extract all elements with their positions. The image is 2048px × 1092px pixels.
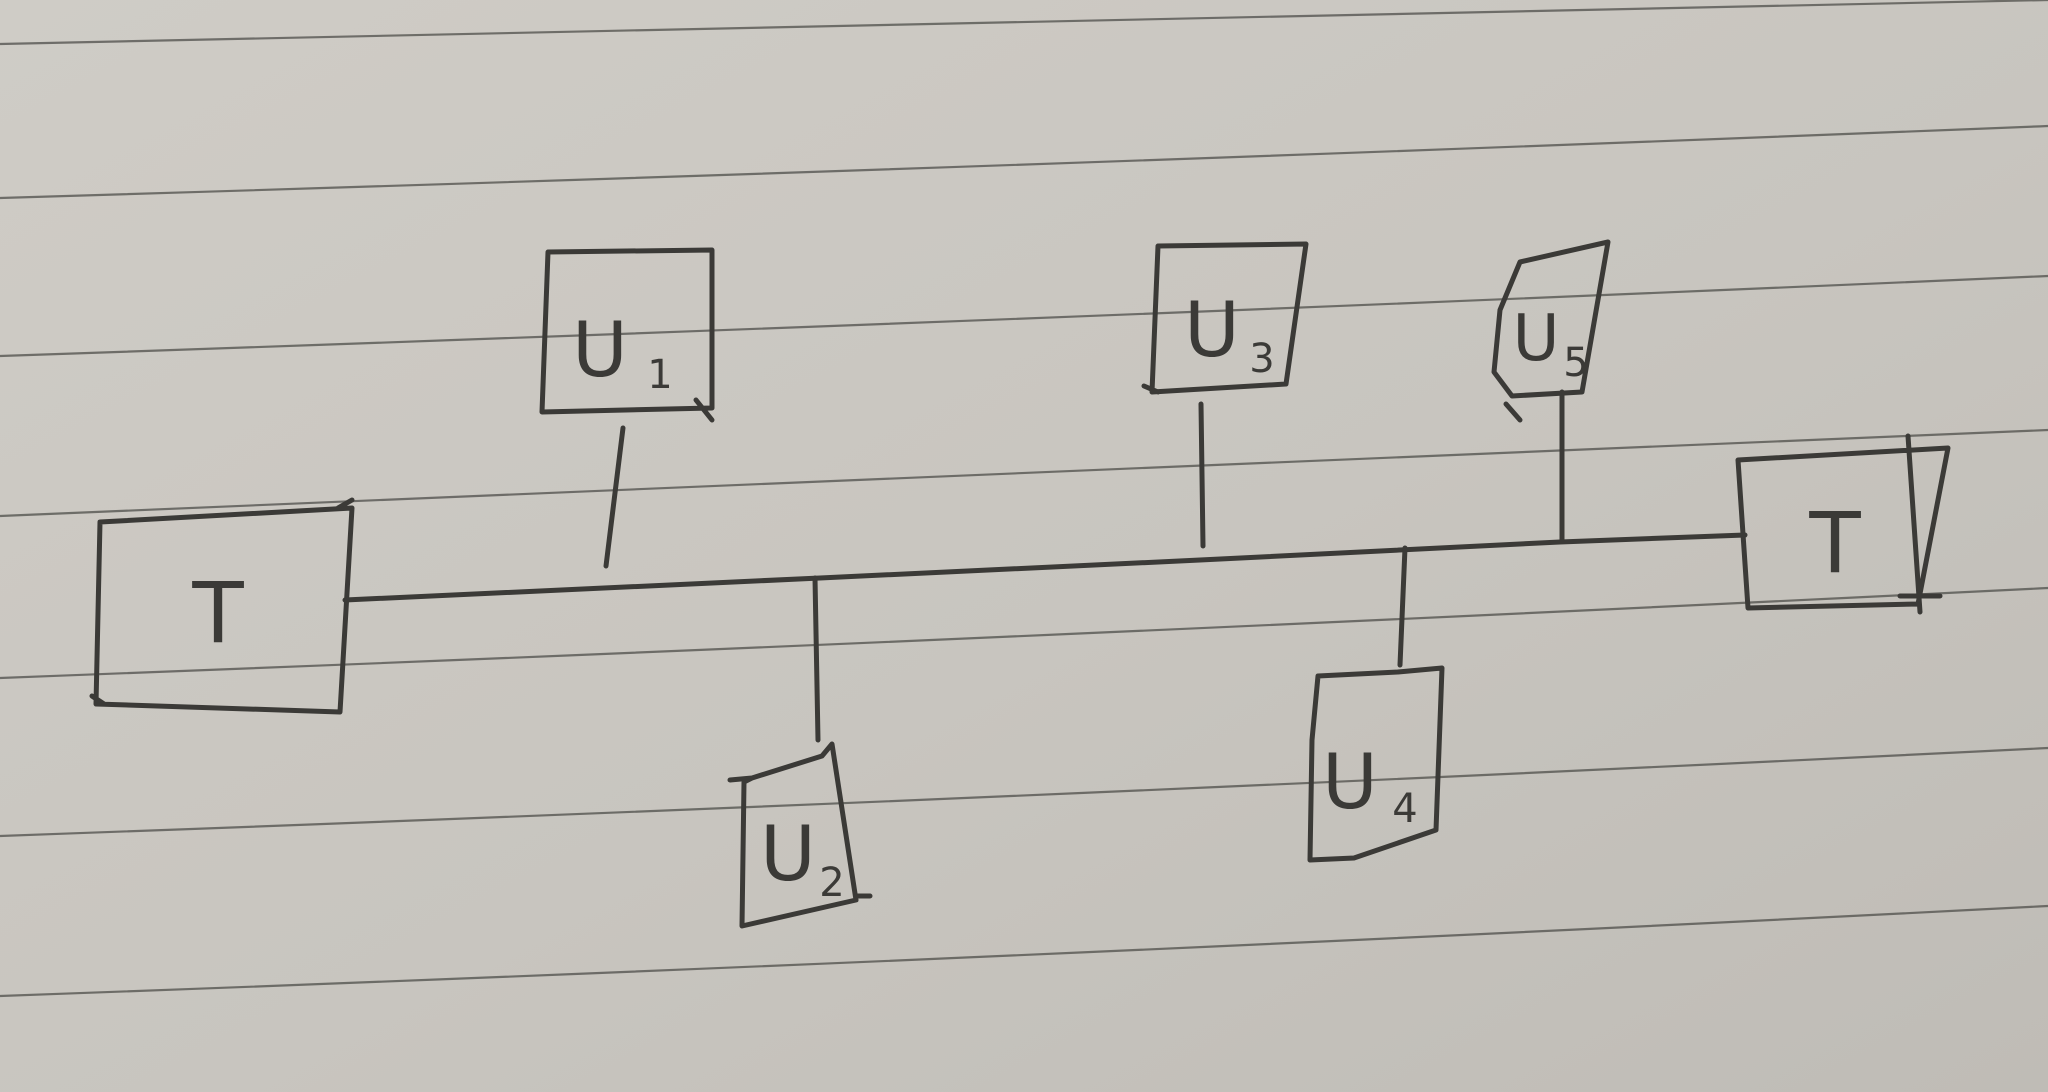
node-u5-label: U xyxy=(1513,302,1560,376)
node-u5: U 5 xyxy=(1491,239,1611,423)
terminator-right-box xyxy=(1735,433,1951,615)
node-u3-subscript: 3 xyxy=(1249,336,1274,382)
terminator-right: T xyxy=(1735,433,1951,615)
terminator-left-box xyxy=(89,497,355,715)
node-u3-label: U xyxy=(1184,285,1240,374)
terminator-right-label: T xyxy=(1808,494,1861,592)
ruled-line xyxy=(0,904,2048,998)
node-u1-subscript: 1 xyxy=(647,352,672,398)
node-u2-label: U xyxy=(760,809,816,898)
bus-line xyxy=(342,532,1748,603)
node-u3-box xyxy=(1141,241,1309,395)
node-u2-subscript: 2 xyxy=(819,860,844,906)
ruled-line xyxy=(0,586,2048,680)
node-u1: U 1 xyxy=(539,247,715,423)
terminator-left-label: T xyxy=(191,564,244,662)
node-u1-label: U xyxy=(572,305,628,394)
node-u5-box xyxy=(1491,239,1611,423)
ruled-lines xyxy=(0,0,2048,998)
connector-u2 xyxy=(812,575,821,743)
ruled-line xyxy=(0,124,2048,200)
ruled-line xyxy=(0,746,2048,838)
connector-u1 xyxy=(603,425,626,569)
node-u3: U 3 xyxy=(1141,241,1309,395)
node-u5-subscript: 5 xyxy=(1563,340,1588,386)
connector-u4 xyxy=(1397,545,1408,668)
node-u1-box xyxy=(539,247,715,423)
drop-lines xyxy=(603,389,1565,743)
node-u4-box xyxy=(1307,665,1445,863)
node-u4-subscript: 4 xyxy=(1392,786,1417,832)
node-u4: U 4 xyxy=(1307,665,1445,863)
ruled-line xyxy=(0,274,2048,358)
connector-u3 xyxy=(1198,401,1206,549)
node-u2: U 2 xyxy=(727,741,873,929)
node-u4-label: U xyxy=(1322,737,1378,826)
terminator-left: T xyxy=(89,497,355,715)
node-u2-box xyxy=(727,741,873,929)
